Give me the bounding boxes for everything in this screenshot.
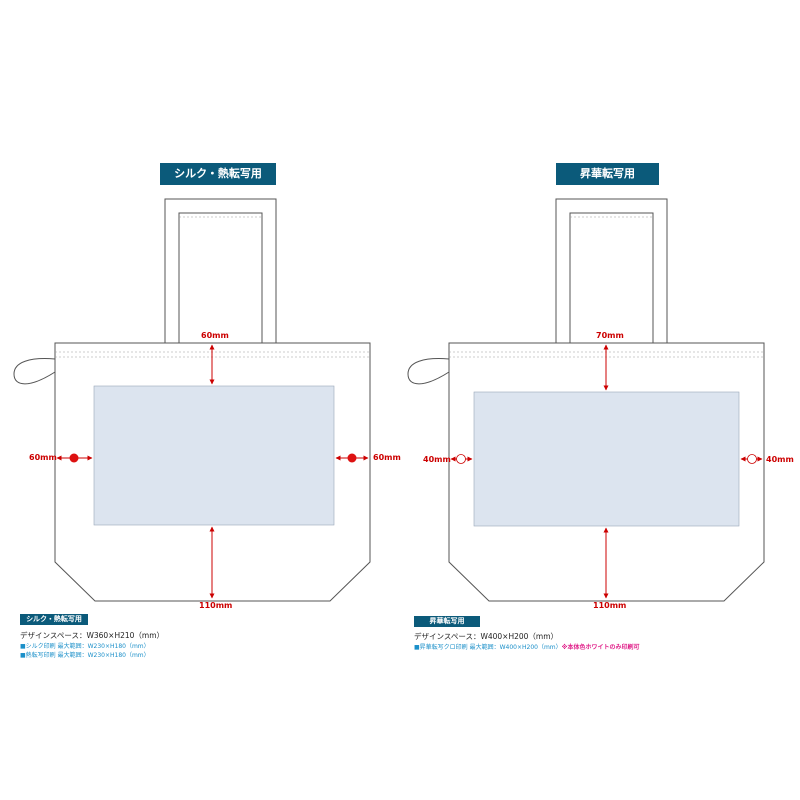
right-note-sublimation: ■昇華転写クロ印刷 最大範囲：W400×H200（mm）※本体色ホワイトのみ印刷…	[414, 642, 640, 651]
left-header-tag: シルク・熱転写用	[160, 163, 276, 185]
left-rivet-left	[69, 453, 79, 463]
left-rivet-right	[347, 453, 357, 463]
left-bag	[13, 198, 371, 602]
right-bag	[407, 198, 765, 602]
left-bag-side-loop	[13, 358, 56, 385]
right-rivet-right	[747, 454, 757, 464]
right-header-tag: 昇華転写用	[556, 163, 659, 185]
right-info-tag: 昇華転写用	[414, 616, 480, 627]
left-design-space: デザインスペース：W360×H210（mm）	[20, 631, 165, 640]
left-note-heat-transfer: ■熱転写印刷 最大範囲：W230×H180（mm）	[20, 652, 150, 659]
right-design-space: デザインスペース：W400×H200（mm）	[414, 632, 559, 641]
left-dim-bottom-label: 110mm	[199, 601, 233, 610]
right-rivet-left	[456, 454, 466, 464]
right-note-sublimation-text: ■昇華転写クロ印刷 最大範囲：W400×H200（mm）	[414, 644, 562, 651]
left-dim-right-label: 60mm	[373, 453, 401, 462]
right-print-area	[473, 391, 740, 527]
right-dim-bottom-label: 110mm	[593, 601, 627, 610]
left-note-silk: ■シルク印刷 最大範囲：W230×H180（mm）	[20, 643, 150, 650]
right-bag-handle	[555, 198, 668, 343]
right-bag-side-loop	[407, 358, 450, 385]
right-note-warning: ※本体色ホワイトのみ印刷可	[561, 644, 640, 651]
right-dim-top-label: 70mm	[596, 331, 624, 340]
left-dim-left-label: 60mm	[29, 453, 57, 462]
right-dim-right-label: 40mm	[766, 455, 794, 464]
right-dim-left-label: 40mm	[423, 455, 451, 464]
left-bag-handle	[164, 198, 277, 343]
left-info-tag: シルク・熱転写用	[20, 614, 88, 625]
left-print-area	[93, 385, 335, 526]
left-dim-top-label: 60mm	[201, 331, 229, 340]
